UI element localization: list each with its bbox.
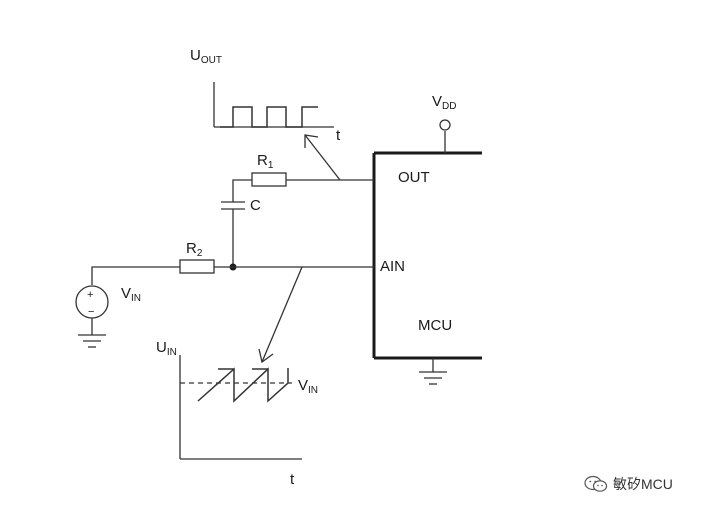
uout-graph: UOUT t (190, 47, 341, 144)
capacitor-label: C (250, 197, 261, 214)
vin-level-label: VIN (298, 377, 318, 396)
wechat-icon (584, 475, 608, 492)
vdd-label: VDD (432, 93, 456, 112)
watermark: 敏矽MCU (584, 474, 673, 494)
uin-time-label: t (290, 471, 295, 488)
vdd-terminal: VDD (432, 93, 456, 153)
resistor-r1 (251, 172, 287, 187)
out-to-graph-arrow-line (304, 134, 341, 181)
vdd-terminal-circle (439, 119, 451, 131)
r1-to-capacitor-wire (232, 179, 252, 202)
resistor-r2 (179, 259, 215, 274)
uin-sawtooth-wave (197, 367, 289, 403)
ain-to-graph-arrowhead (258, 348, 274, 364)
uin-label: UIN (156, 339, 177, 358)
uout-time-label: t (336, 127, 341, 144)
uout-square-wave (220, 106, 318, 128)
ain-to-graph-arrow-line (261, 266, 303, 363)
vin-label: VIN (121, 285, 141, 304)
uin-graph: UIN VIN t (156, 339, 318, 488)
uout-label: UOUT (190, 47, 222, 66)
r2-label: R2 (186, 240, 203, 259)
source-wire (91, 266, 180, 285)
rc-network: R1 C R2 (91, 152, 374, 285)
out-to-graph-arrowhead (304, 134, 319, 148)
pointer-arrows (258, 134, 341, 364)
voltage-source: + − VIN (75, 285, 141, 348)
watermark-text: 敏矽MCU (613, 476, 673, 492)
ain-pin-label: AIN (380, 258, 405, 275)
out-pin-label: OUT (398, 169, 430, 186)
source-plus-sign: + (87, 289, 93, 301)
source-minus-sign: − (88, 306, 94, 318)
mcu-block: OUT AIN MCU (372, 151, 482, 360)
r1-label: R1 (257, 152, 274, 171)
mcu-ground-symbol (419, 358, 447, 385)
mcu-label: MCU (418, 317, 452, 334)
